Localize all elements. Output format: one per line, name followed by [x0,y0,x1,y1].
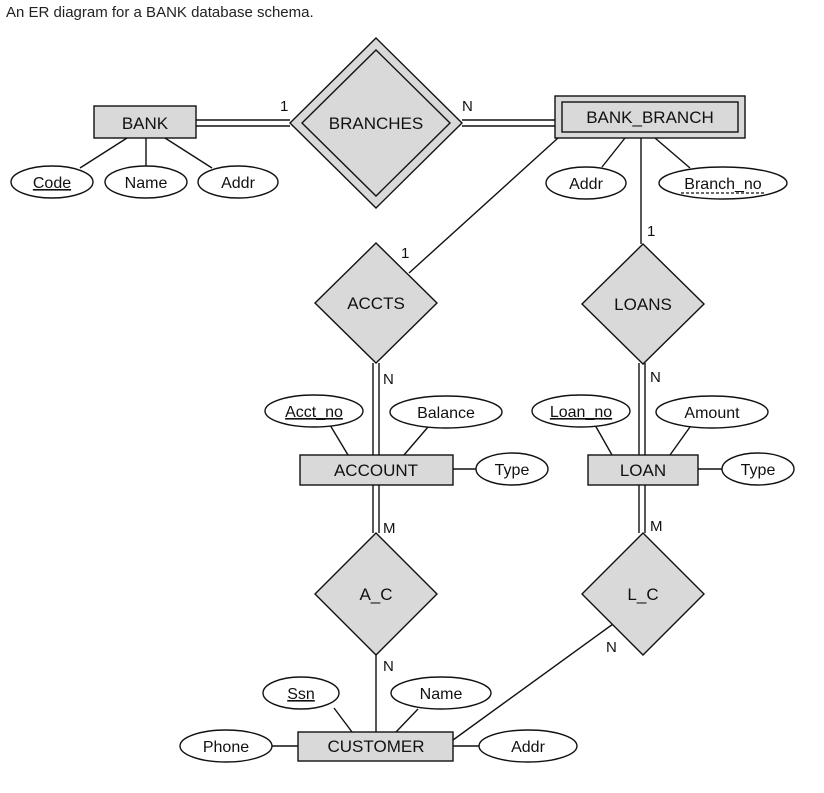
attribute-acct-no[interactable]: Acct_no [264,394,364,428]
entity-bank-label: BANK [122,114,169,133]
attribute-balance[interactable]: Balance [389,395,503,429]
cardinality-accts-branch: 1 [401,245,409,262]
relationship-a-c[interactable]: A_C [314,532,438,656]
entity-bank[interactable]: BANK [93,105,197,139]
cardinality-a-c-account: M [383,520,396,537]
attribute-customer-addr-label: Addr [511,739,545,756]
entity-customer[interactable]: CUSTOMER [297,731,454,762]
attribute-bank-name-label: Name [125,175,168,192]
attribute-customer-name[interactable]: Name [390,676,492,710]
relationship-accts-label: ACCTS [347,294,405,313]
entity-account-label: ACCOUNT [334,461,418,480]
attribute-phone[interactable]: Phone [179,729,273,763]
attribute-amount-label: Amount [684,405,740,422]
attribute-account-type[interactable]: Type [475,452,549,486]
entity-loan-label: LOAN [620,461,666,480]
diagram-caption: An ER diagram for a BANK database schema… [6,4,314,21]
entity-bank-branch[interactable]: BANK_BRANCH [554,95,746,139]
cardinality-accts-account: N [383,371,394,388]
attribute-branch-addr-label: Addr [569,176,603,193]
attribute-loan-no-label: Loan_no [550,404,612,421]
relationship-l-c-label: L_C [627,585,658,604]
attribute-phone-label: Phone [203,739,249,756]
entity-customer-label: CUSTOMER [328,737,425,756]
relationship-a-c-label: A_C [359,585,392,604]
cardinality-l-c-loan: M [650,518,663,535]
cardinality-loans-branch: 1 [647,223,655,240]
attribute-ssn[interactable]: Ssn [262,676,340,710]
cardinality-l-c-customer: N [606,639,617,656]
cardinality-branches-bank: 1 [280,98,288,115]
connectors [79,119,723,747]
entity-bank-branch-label: BANK_BRANCH [586,108,714,127]
relationship-accts[interactable]: ACCTS [314,242,438,364]
entity-loan[interactable]: LOAN [587,454,699,486]
attribute-loan-type[interactable]: Type [721,452,795,486]
relationship-branches[interactable]: BRANCHES [289,37,463,209]
attribute-loan-type-label: Type [741,462,776,479]
relationship-loans[interactable]: LOANS [581,243,705,365]
attribute-bank-name[interactable]: Name [104,165,188,199]
attribute-branch-addr[interactable]: Addr [545,166,627,200]
attribute-ssn-label: Ssn [287,686,315,703]
attribute-bank-addr-label: Addr [221,175,255,192]
relationship-branches-label: BRANCHES [329,114,423,133]
cardinality-a-c-customer: N [383,658,394,675]
attribute-customer-addr[interactable]: Addr [478,729,578,763]
attribute-account-type-label: Type [495,462,530,479]
attribute-customer-name-label: Name [420,686,463,703]
attribute-bank-code-label: Code [33,175,71,192]
relationship-loans-label: LOANS [614,295,672,314]
attribute-branch-no[interactable]: Branch_no [658,166,788,200]
attribute-branch-no-label: Branch_no [684,176,761,193]
entity-account[interactable]: ACCOUNT [299,454,454,486]
attribute-bank-code[interactable]: Code [10,165,94,199]
cardinality-loans-loan: N [650,369,661,386]
cardinality-branches-branch: N [462,98,473,115]
attribute-acct-no-label: Acct_no [285,404,343,421]
attribute-balance-label: Balance [417,405,475,422]
attribute-bank-addr[interactable]: Addr [197,165,279,199]
attribute-amount[interactable]: Amount [655,395,769,429]
relationship-l-c[interactable]: L_C [581,532,705,656]
attribute-loan-no[interactable]: Loan_no [531,394,631,428]
